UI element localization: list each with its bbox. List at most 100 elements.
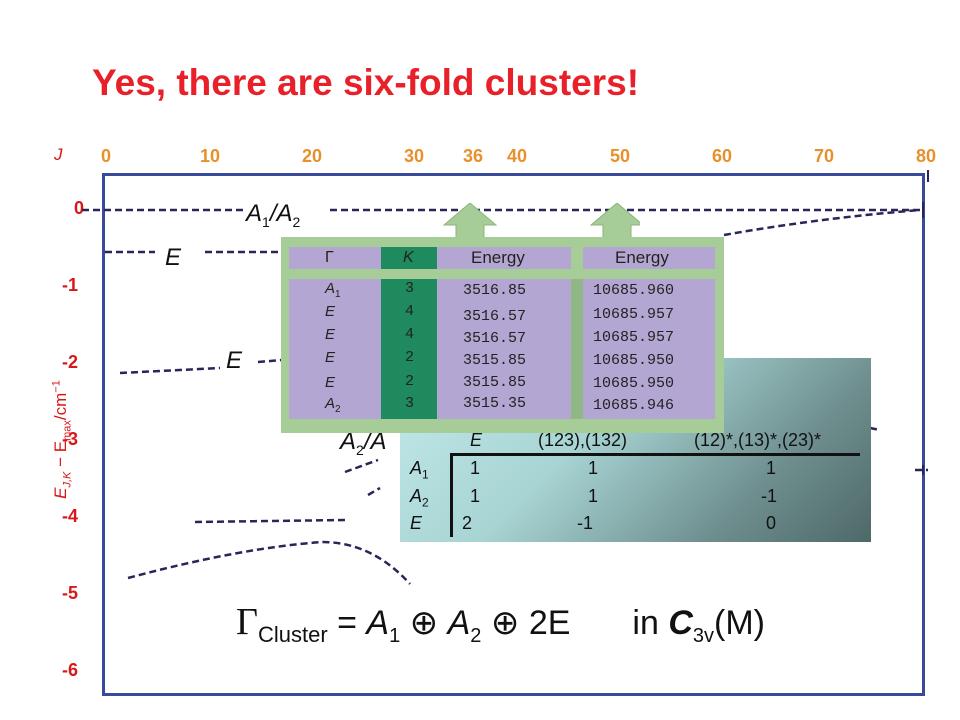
level-a2-sub: 2 <box>356 441 364 458</box>
x-tick: 40 <box>506 146 528 166</box>
x-tick: 10 <box>199 146 221 166</box>
inset-header-energy1-bg <box>437 247 571 269</box>
formula-c-sub: 3v <box>692 624 715 647</box>
y-tick: -1 <box>62 275 79 295</box>
inset-body-gamma-bg <box>289 279 381 419</box>
inset-header-energy2-bg <box>583 247 715 269</box>
formula-eq: = <box>327 604 367 642</box>
formula-in: in <box>632 604 669 642</box>
gamma-letter: A <box>325 280 336 297</box>
inset-gamma: A1 <box>325 280 341 300</box>
formula-oplus: ⊕ <box>400 604 448 642</box>
irrep-letter: A <box>410 458 423 478</box>
inset-k: 2 <box>405 349 415 366</box>
formula-a2-sub: 2 <box>470 624 482 647</box>
level-curve-a2a <box>344 458 379 474</box>
char-cell: 1 <box>588 458 599 478</box>
level-a2-rest: /A <box>363 428 387 455</box>
formula-c: C <box>668 604 693 642</box>
inset-gap <box>571 279 583 419</box>
char-row-irrep: A1 <box>410 458 429 482</box>
x-tick: 60 <box>711 146 733 166</box>
formula-cluster: Cluster <box>257 621 328 647</box>
char-row-irrep: E <box>410 513 422 534</box>
y-tick: -5 <box>62 583 79 603</box>
formula-a2: A <box>447 604 471 642</box>
inset-energy1: 3515.85 <box>463 352 527 369</box>
y-tick: -4 <box>62 506 79 526</box>
inset-gamma: E <box>325 303 336 320</box>
gamma-letter: A <box>325 395 336 412</box>
x-tick: 30 <box>403 146 425 166</box>
inset-header-k: K <box>403 249 414 266</box>
x-tick: 70 <box>813 146 835 166</box>
inset-k: 2 <box>405 373 415 390</box>
inset-k: 3 <box>405 280 415 297</box>
inset-energy1: 3516.85 <box>463 282 527 299</box>
inset-energy1: 3515.85 <box>463 374 527 391</box>
inset-energy2: 10685.957 <box>593 306 675 323</box>
inset-k: 4 <box>405 326 415 343</box>
formula-2e: 2E <box>528 604 571 642</box>
char-cell: 1 <box>588 486 599 506</box>
inset-gamma: E <box>325 374 336 391</box>
up-arrow-icon <box>589 203 640 243</box>
level-label-a2a: A2/A <box>340 428 387 458</box>
level-a-letter: A <box>246 200 263 227</box>
slide-title: Yes, there are six-fold clusters! <box>92 62 640 103</box>
level-curve-right <box>869 426 881 432</box>
char-cell: -1 <box>577 513 594 533</box>
inset-header-gamma: Γ <box>325 249 334 266</box>
inset-body-energy1-bg <box>437 279 571 419</box>
char-cell: -1 <box>761 486 778 506</box>
level-curve-right <box>723 208 921 237</box>
inset-gamma: E <box>325 349 336 366</box>
inset-header-gamma-bg <box>289 247 381 269</box>
formula-a1: A <box>366 604 390 642</box>
level-label-e-lower: E <box>226 347 243 374</box>
y-tick: -2 <box>62 352 79 372</box>
level-curve-e-lower <box>257 358 283 364</box>
x-tick: 50 <box>609 146 631 166</box>
char-header-sigma: (12)*,(13)*,(23)* <box>694 430 822 450</box>
inset-header-k-bg <box>381 247 437 269</box>
char-cell: 1 <box>470 458 481 478</box>
level-a2-letter: A <box>340 428 357 455</box>
x-tick: 36 <box>462 146 484 166</box>
level-label-e-upper: E <box>165 244 182 271</box>
plot-frame <box>102 173 925 696</box>
inset-energy2: 10685.960 <box>593 282 675 299</box>
up-arrow-icon <box>442 203 498 243</box>
irrep-letter: A <box>410 486 423 506</box>
inset-k: 3 <box>405 395 415 412</box>
char-table-hline <box>452 453 860 456</box>
inset-energy2: 10685.950 <box>593 375 675 392</box>
level-curve-lower <box>367 486 381 497</box>
char-cell: 0 <box>766 513 777 533</box>
gamma-sub: 1 <box>335 289 341 300</box>
level-a-sub1: 1 <box>262 213 270 230</box>
level-a-slash: /A <box>269 200 293 227</box>
char-row-irrep: A2 <box>410 486 429 510</box>
char-header-c3: (123),(132) <box>538 430 628 450</box>
level-curve-bottom <box>127 540 411 585</box>
char-table-vline <box>450 453 453 537</box>
inset-k: 4 <box>405 303 415 320</box>
x-tick: 80 <box>915 146 937 166</box>
irrep-sub: 2 <box>422 495 429 510</box>
level-curve-lower <box>194 518 346 524</box>
char-cell: 1 <box>470 486 481 506</box>
arrow-icons <box>442 203 640 243</box>
inset-energy2: 10685.946 <box>593 397 675 414</box>
y-tick: -6 <box>62 660 79 680</box>
char-header-e: E <box>470 430 483 450</box>
inset-body-energy2-bg <box>583 279 715 419</box>
formula-gamma: Γ <box>236 601 258 643</box>
inset-body-k-bg <box>381 279 437 419</box>
x-tick: 20 <box>301 146 323 166</box>
inset-header-energy2: Energy <box>615 248 669 267</box>
x-axis-label: J <box>54 145 63 164</box>
formula-a1-sub: 1 <box>389 624 401 647</box>
irrep-sub: 1 <box>422 467 429 482</box>
level-label-a1a2: A1/A2 <box>246 200 300 230</box>
